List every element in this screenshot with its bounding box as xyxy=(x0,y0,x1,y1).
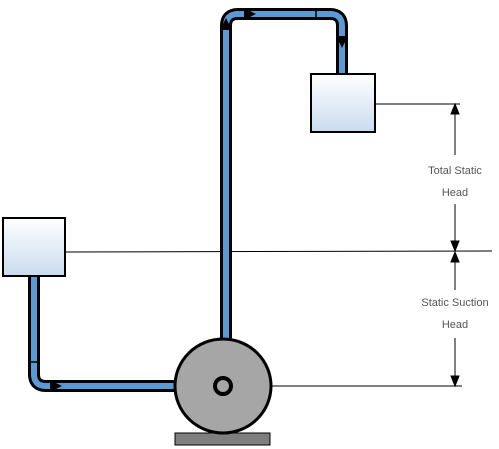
static-suction-head-label-line1: Static Suction xyxy=(421,297,489,309)
total-static-head-label-line2: Head xyxy=(441,187,469,199)
total-static-head-label: Total Static Head xyxy=(415,160,495,204)
discharge-pipe-outline xyxy=(220,8,348,344)
suction-flow-arrow-icon xyxy=(50,380,62,392)
pump-impeller-eye xyxy=(213,376,233,396)
static-suction-head-label-line2: Head xyxy=(441,319,469,331)
total-static-head-label-line1: Total Static xyxy=(428,165,482,177)
static-suction-head-label: Static Suction Head xyxy=(410,292,499,336)
lower-suction-tank xyxy=(2,217,66,277)
upper-discharge-tank xyxy=(310,73,376,133)
discharge-down-flow-arrow-icon xyxy=(336,36,348,48)
discharge-top-flow-arrow-icon xyxy=(244,8,256,20)
static-suction-head-dimension-arrow xyxy=(450,250,460,388)
pump-base xyxy=(174,432,271,446)
discharge-pipe xyxy=(223,11,345,344)
lower-tank-level-line xyxy=(63,250,493,253)
discharge-up-flow-arrow-icon xyxy=(220,18,232,30)
suction-pipe xyxy=(31,276,222,389)
total-static-head-dimension-arrow xyxy=(450,102,460,253)
